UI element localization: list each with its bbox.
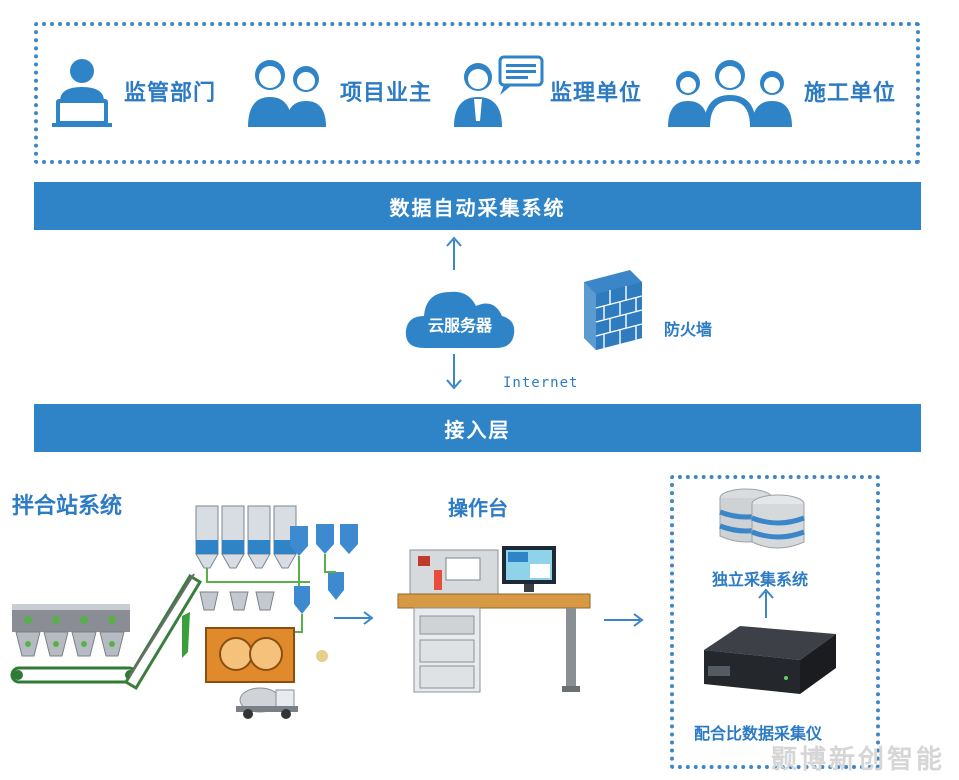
cloud-server-label: 云服务器	[427, 316, 492, 335]
console-title: 操作台	[448, 496, 508, 520]
console-illustration	[397, 546, 591, 693]
firewall-icon	[584, 270, 643, 350]
stakeholder-construction: 施工单位	[666, 55, 896, 127]
stakeholder-owner: 项目业主	[244, 55, 432, 127]
stakeholder-label: 项目业主	[340, 81, 433, 106]
builder-group-icon	[668, 60, 792, 127]
arrow-right-icon	[604, 613, 644, 627]
firewall-label: 防火墙	[664, 320, 713, 339]
stakeholder-supervision: 监理单位	[452, 55, 642, 127]
internet-label: Internet	[503, 375, 579, 391]
data-acquisition-band: 数据自动采集系统	[34, 182, 921, 230]
stakeholder-label: 监管部门	[124, 81, 217, 106]
access-layer-band: 接入层	[34, 404, 921, 452]
supervisor-speech-icon	[454, 55, 544, 127]
rack-server-icon	[704, 626, 836, 694]
stakeholder-box	[34, 22, 920, 164]
cloud-icon	[405, 291, 515, 348]
arrow-up-icon	[446, 236, 462, 270]
band-title: 数据自动采集系统	[389, 195, 566, 220]
collector-label: 配合比数据采集仪	[694, 724, 823, 743]
stakeholder-regulator: 监管部门	[50, 55, 216, 127]
arrow-down-icon	[446, 354, 462, 390]
watermark: 颢博新创智能	[770, 745, 945, 775]
arrow-right-icon	[334, 611, 374, 625]
arrow-up-icon	[758, 588, 774, 618]
database-icon	[719, 488, 805, 549]
stakeholder-label: 监理单位	[550, 81, 643, 106]
mixing-station-title: 拌合站系统	[12, 494, 123, 519]
mixing-station-illustration	[10, 505, 358, 719]
stakeholder-label: 施工单位	[804, 81, 897, 106]
owner-couple-icon	[248, 60, 326, 127]
band-title: 接入层	[444, 417, 511, 442]
supervisor-laptop-icon	[52, 59, 112, 127]
standalone-system-box	[670, 475, 880, 769]
standalone-system-label: 独立采集系统	[712, 570, 809, 589]
